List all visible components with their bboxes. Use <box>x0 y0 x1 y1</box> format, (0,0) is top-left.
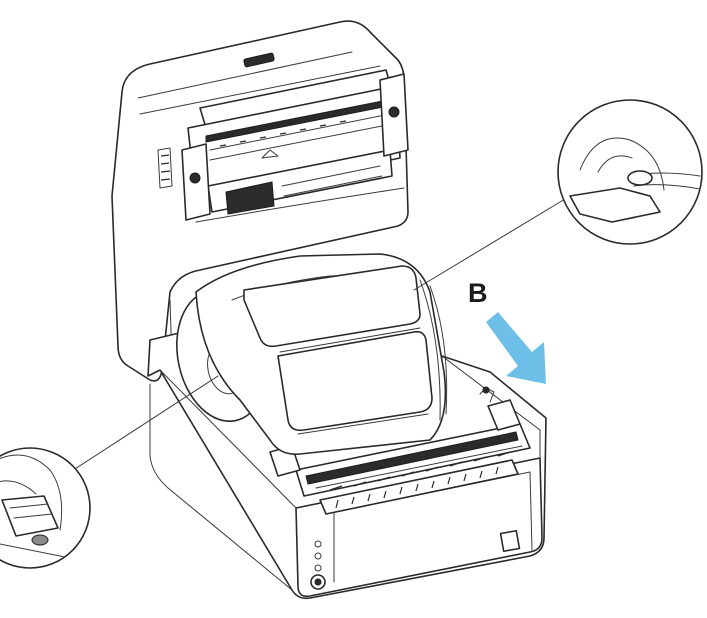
arrow-icon <box>486 312 546 384</box>
detail-callout-right <box>413 99 703 291</box>
front-window-icon <box>499 529 521 553</box>
direction-arrow-b: B <box>468 278 546 384</box>
callout-label-b: B <box>468 278 488 308</box>
brand-badge-icon <box>243 52 275 68</box>
detail-callout-left <box>0 375 219 569</box>
detail-circle-right <box>557 99 703 245</box>
callout-leader-right <box>413 195 571 291</box>
printer-top-cover <box>111 20 409 382</box>
label-roll <box>176 253 448 456</box>
callout-leader-left <box>57 375 219 481</box>
